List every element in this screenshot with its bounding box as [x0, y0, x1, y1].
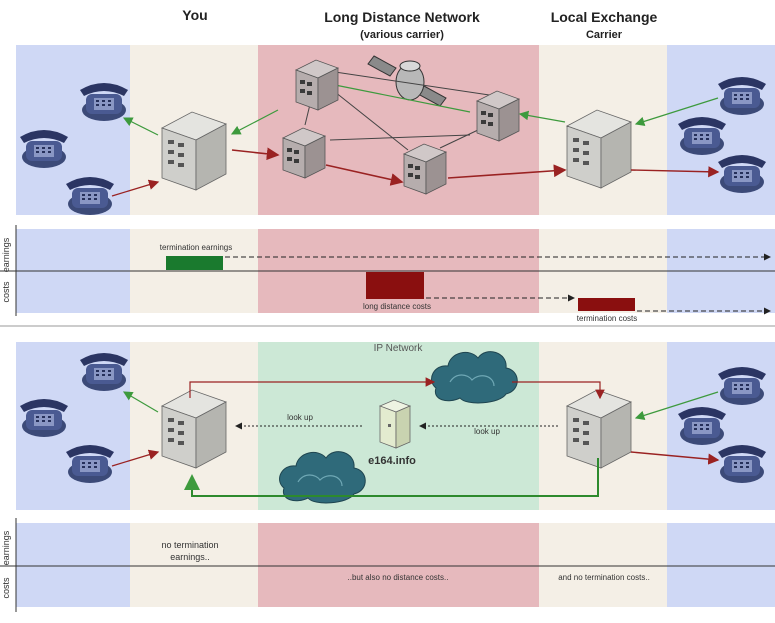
local-exchange-server-icon — [566, 389, 632, 469]
call-arrow — [189, 377, 436, 398]
link-line — [334, 84, 471, 113]
phone-icon — [718, 155, 766, 193]
call-arrow — [512, 381, 605, 400]
termination-costs-bar — [578, 298, 635, 311]
phone-icon — [80, 353, 128, 391]
look-up-right-label: look up — [474, 427, 500, 436]
costs-axis-label: costs — [1, 577, 11, 599]
bottom-cost-chart: earnings costs no termination earnings..… — [0, 518, 775, 612]
look-up-left-label: look up — [287, 413, 313, 422]
header-local-exchange-sub: Carrier — [586, 29, 623, 41]
call-arrow — [447, 164, 567, 179]
earnings-axis-label: earnings — [1, 530, 11, 565]
long-distance-costs-label: long distance costs — [363, 302, 431, 311]
call-arrow — [230, 109, 279, 135]
termination-earnings-label: termination earnings — [160, 243, 232, 252]
call-arrow — [184, 458, 599, 497]
header-local-exchange: Local Exchange — [551, 9, 658, 25]
link-line — [439, 129, 479, 149]
phone-icon — [20, 399, 68, 437]
carrier-node-icon — [403, 143, 447, 195]
no-termination-costs-label: and no termination costs.. — [558, 573, 650, 582]
no-termination-label-line1: no termination — [161, 540, 218, 550]
call-arrow — [111, 449, 160, 467]
e164-label: e164.info — [368, 455, 416, 467]
call-arrow — [518, 110, 566, 123]
your-switch-server-icon — [161, 389, 227, 469]
earnings-axis-label: earnings — [1, 237, 11, 272]
call-arrow — [630, 166, 720, 178]
phone-icon — [20, 130, 68, 168]
phone-icon — [80, 83, 128, 121]
call-arrow — [325, 164, 404, 186]
phone-icon — [66, 177, 114, 215]
phone-icon — [678, 407, 726, 445]
your-switch-server-icon — [161, 111, 227, 191]
header-you: You — [182, 7, 207, 23]
phone-icon — [66, 445, 114, 483]
long-distance-costs-bar — [366, 272, 424, 299]
local-exchange-server-icon — [566, 109, 632, 189]
header-long-distance: Long Distance Network — [324, 9, 480, 25]
link-line — [334, 71, 497, 97]
top-section: You Long Distance Network (various carri… — [16, 7, 775, 215]
call-arrow — [111, 179, 160, 197]
call-arrow — [634, 97, 719, 127]
call-arrow — [630, 451, 720, 465]
costs-axis-label: costs — [1, 281, 11, 303]
phone-icon — [718, 77, 766, 115]
bottom-section: IP Network e164.info look up look up — [16, 342, 775, 510]
carrier-node-icon — [476, 90, 520, 142]
call-arrow — [122, 391, 159, 413]
phone-icon — [718, 367, 766, 405]
link-line — [329, 87, 409, 151]
termination-costs-label: termination costs — [577, 314, 637, 323]
link-line — [329, 134, 471, 141]
carrier-node-icon — [282, 127, 326, 179]
no-termination-label-line2: earnings.. — [170, 552, 210, 562]
phone-icon — [678, 117, 726, 155]
call-arrow — [231, 147, 280, 161]
no-distance-costs-label: ..but also no distance costs.. — [348, 573, 449, 582]
ip-network-label: IP Network — [374, 343, 424, 354]
phone-icon — [718, 445, 766, 483]
header-long-distance-sub: (various carrier) — [360, 29, 444, 41]
call-arrow — [122, 117, 159, 136]
carrier-node-icon — [295, 59, 339, 111]
call-arrow — [634, 391, 719, 421]
termination-earnings-bar — [166, 256, 223, 270]
top-cost-chart: earnings costs termination earnings long… — [0, 225, 775, 323]
e164-server-icon — [378, 399, 412, 449]
